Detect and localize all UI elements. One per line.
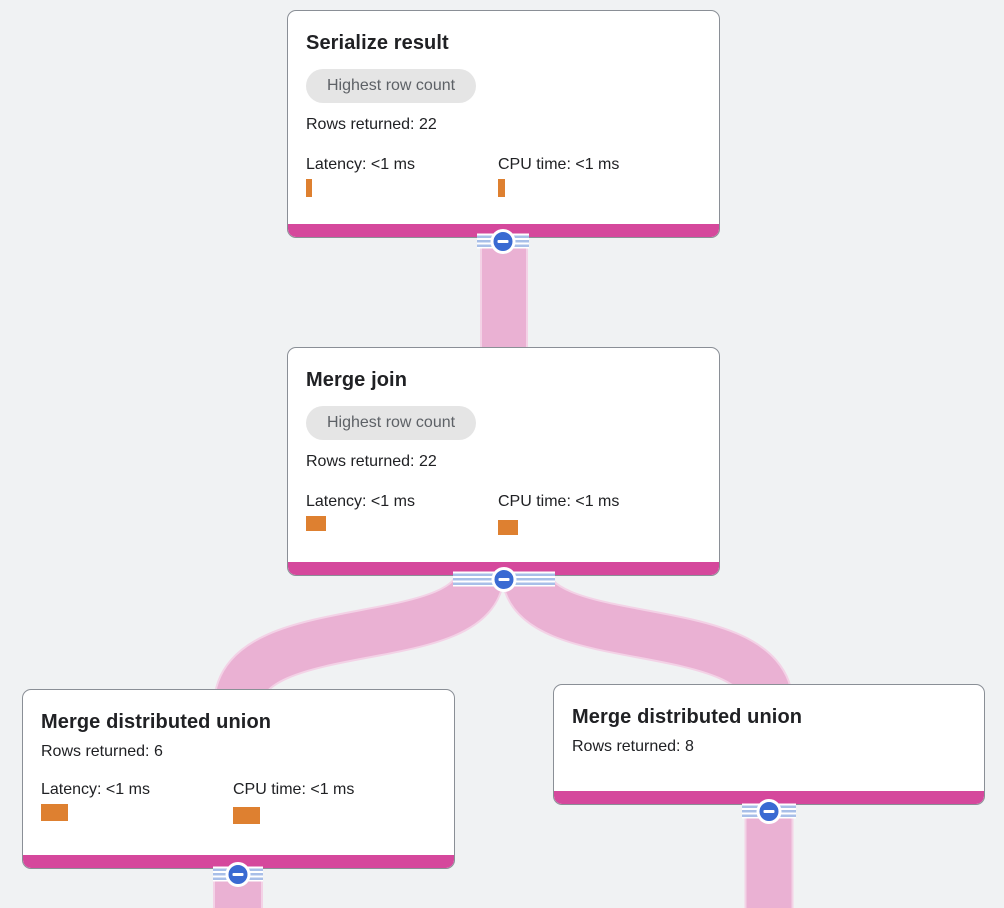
- metrics-row: Latency: <1 ms CPU time: <1 ms: [41, 780, 436, 824]
- cpu-time-label: CPU time: <1 ms: [233, 781, 355, 798]
- metrics-row: Latency: <1 ms CPU time: <1 ms: [306, 155, 701, 197]
- node-title: Merge distributed union: [572, 706, 803, 728]
- latency-label: Latency: <1 ms: [306, 156, 415, 173]
- highest-row-count-badge: Highest row count: [306, 69, 477, 103]
- latency-metric: Latency: <1 ms: [306, 155, 498, 197]
- cpu-time-metric: CPU time: <1 ms: [498, 492, 690, 535]
- ribbon-mergejoin-to-right-union: [503, 568, 792, 709]
- node-title: Merge join: [306, 369, 408, 391]
- minus-icon[interactable]: [756, 798, 782, 824]
- highest-row-count-badge: Highest row count: [306, 406, 477, 440]
- cpu-time-label: CPU time: <1 ms: [498, 156, 620, 173]
- cpu-time-label: CPU time: <1 ms: [498, 493, 620, 510]
- collapse-button-union-right[interactable]: [742, 798, 796, 824]
- cpu-time-metric: CPU time: <1 ms: [498, 155, 690, 197]
- cpu-time-bar: [233, 807, 260, 824]
- plan-node-merge-distributed-union-right[interactable]: Merge distributed union Rows returned: 8: [553, 684, 985, 805]
- collapse-button-union-left[interactable]: [213, 861, 263, 887]
- plan-node-merge-join[interactable]: Merge join Highest row count Rows return…: [287, 347, 720, 576]
- ribbon-mergejoin-to-left-union: [215, 568, 503, 709]
- minus-icon[interactable]: [225, 861, 251, 887]
- latency-bar: [306, 516, 326, 531]
- cpu-time-metric: CPU time: <1 ms: [233, 780, 425, 824]
- node-title: Serialize result: [306, 32, 449, 54]
- node-accent-bar: [554, 791, 984, 804]
- collapse-button-serialize-result[interactable]: [477, 228, 529, 254]
- latency-metric: Latency: <1 ms: [306, 492, 498, 531]
- latency-label: Latency: <1 ms: [41, 781, 150, 798]
- rows-returned-text: Rows returned: 8: [572, 738, 694, 755]
- rows-returned-text: Rows returned: 22: [306, 453, 437, 470]
- latency-bar: [306, 179, 312, 197]
- metrics-row: Latency: <1 ms CPU time: <1 ms: [306, 492, 701, 535]
- rows-returned-text: Rows returned: 6: [41, 743, 163, 760]
- cpu-time-bar: [498, 179, 505, 197]
- rows-returned-text: Rows returned: 22: [306, 116, 437, 133]
- cpu-time-bar: [498, 520, 518, 535]
- collapse-button-merge-join[interactable]: [453, 566, 555, 592]
- latency-bar: [41, 804, 68, 821]
- minus-icon[interactable]: [491, 566, 517, 592]
- minus-icon[interactable]: [490, 228, 516, 254]
- latency-label: Latency: <1 ms: [306, 493, 415, 510]
- plan-node-serialize-result[interactable]: Serialize result Highest row count Rows …: [287, 10, 720, 238]
- node-title: Merge distributed union: [41, 711, 272, 733]
- plan-node-merge-distributed-union-left[interactable]: Merge distributed union Rows returned: 6…: [22, 689, 455, 869]
- latency-metric: Latency: <1 ms: [41, 780, 233, 821]
